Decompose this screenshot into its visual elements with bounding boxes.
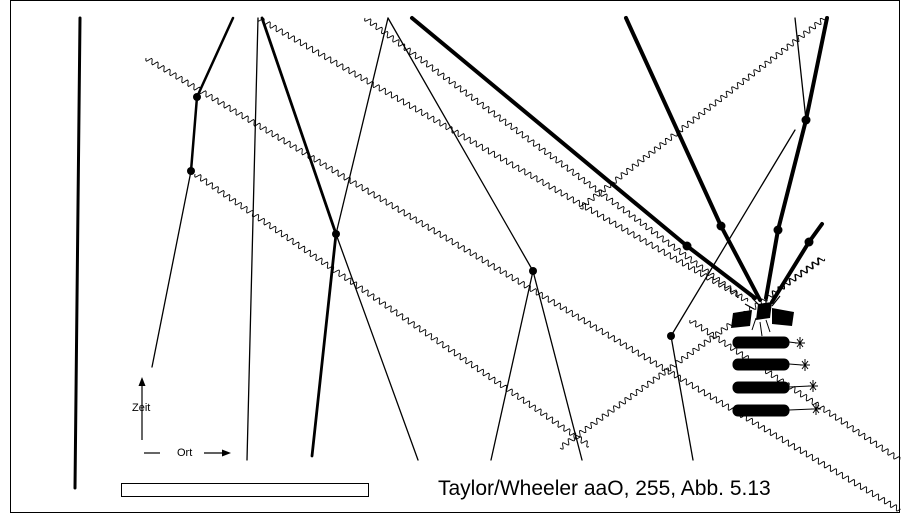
worldline-b xyxy=(246,17,259,461)
light-signal xyxy=(145,57,901,512)
event-dot xyxy=(332,230,340,238)
time-axis-label: Zeit xyxy=(132,402,151,414)
worldline-f2 xyxy=(490,270,534,461)
fragment-3c xyxy=(764,228,780,300)
event-dot xyxy=(193,93,201,101)
event-dot xyxy=(529,267,537,275)
worldline-h xyxy=(670,335,694,461)
event-dot xyxy=(667,332,675,340)
light-signal xyxy=(364,17,749,302)
event-dot xyxy=(801,115,811,125)
fragment-1 xyxy=(410,16,689,248)
explosion-icon xyxy=(731,293,794,337)
fuse xyxy=(788,408,814,411)
event-dot xyxy=(804,237,814,247)
light-signals xyxy=(145,17,901,512)
light-signal xyxy=(194,173,590,448)
fuse xyxy=(788,363,803,366)
light-signal xyxy=(579,17,827,210)
fragment-3b xyxy=(776,118,808,232)
bomb xyxy=(732,381,790,394)
bomb xyxy=(732,404,790,417)
worldline-left-edge xyxy=(73,16,82,490)
arrow-right-icon xyxy=(144,449,231,457)
event-dot xyxy=(682,241,692,251)
fragment-4b xyxy=(770,240,811,304)
figure-border xyxy=(10,0,900,513)
worldline-a xyxy=(195,16,235,99)
worldline-a3 xyxy=(151,170,192,368)
figure-caption: Taylor/Wheeler aaO, 255, Abb. 5.13 xyxy=(438,477,771,500)
spark-icon xyxy=(795,337,821,415)
worldline-f xyxy=(387,17,534,272)
world-lines xyxy=(73,16,829,490)
worldline-a2 xyxy=(189,95,199,173)
space-axis-label: Ort xyxy=(177,447,193,459)
worldline-e xyxy=(335,17,389,235)
bomb xyxy=(732,358,790,371)
bomb xyxy=(732,336,790,349)
event-dot xyxy=(773,225,783,235)
worldline-c2 xyxy=(310,232,338,458)
worldline-i xyxy=(670,129,796,337)
events xyxy=(187,93,814,340)
worldline-c xyxy=(260,16,338,236)
fragment-3 xyxy=(804,16,829,122)
light-signal xyxy=(257,17,740,299)
worldline-d xyxy=(335,233,419,461)
light-signal xyxy=(689,319,901,460)
event-dot xyxy=(716,221,726,231)
fragment-2 xyxy=(624,16,723,228)
worldline-j xyxy=(794,17,807,121)
bombs xyxy=(732,336,821,417)
blank-bar xyxy=(121,483,369,497)
event-dot xyxy=(187,167,195,175)
fragment-2b xyxy=(719,224,762,302)
fuse xyxy=(788,385,811,388)
fragment-1b xyxy=(685,244,757,300)
arrow-up-icon xyxy=(138,377,146,440)
worldline-g xyxy=(532,270,583,461)
